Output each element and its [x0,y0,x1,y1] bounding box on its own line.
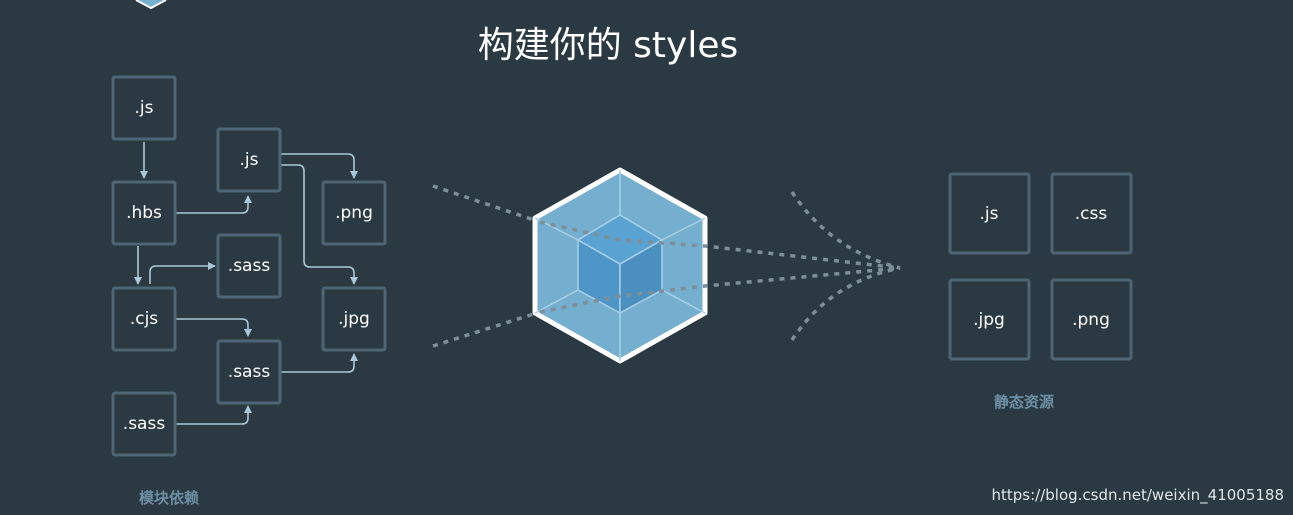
webpack-cube-icon [532,167,708,364]
module-label: .jpg [338,309,370,329]
module-box-hbs: .hbs [111,180,177,246]
asset-label: .png [1072,310,1110,330]
cropped-logo-icon [135,0,167,10]
asset-label: .jpg [973,310,1005,330]
module-box-js1: .js [111,75,177,141]
module-box-sass1: .sass [216,233,282,299]
module-box-js2: .js [216,127,282,193]
arrow-js-to-jpg [281,164,358,285]
output-flow-lines [539,191,901,341]
module-label: .cjs [130,309,158,329]
asset-box-css: .css [1050,172,1133,255]
asset-box-png: .png [1050,278,1133,361]
arrow-js-to-png [281,153,358,179]
module-box-png: .png [321,180,387,246]
module-label: .png [335,203,373,223]
module-label: .sass [228,362,271,382]
page-title: 构建你的 styles [478,25,739,66]
dependency-arrows [134,142,358,425]
watermark-text: https://blog.csdn.net/weixin_41005188 [991,486,1284,505]
module-label: .sass [123,414,166,434]
asset-label: .css [1075,204,1108,224]
modules-section-label: 模块依赖 [139,489,199,507]
arrow-sass2-to-jpg [281,353,358,373]
arrow-sass3-to-sass2 [176,405,252,425]
module-label: .js [240,150,259,170]
input-flow-lines [432,184,541,348]
module-box-cjs: .cjs [111,286,177,352]
module-label: .js [135,98,154,118]
module-box-sass2: .sass [216,339,282,405]
asset-box-jpg: .jpg [948,278,1031,361]
arrow-cjs-to-sass [149,262,216,284]
module-label: .sass [228,256,271,276]
asset-box-js: .js [948,172,1031,255]
module-box-jpg: .jpg [321,286,387,352]
module-label: .hbs [126,203,162,223]
arrow-cjs-to-sass2 [176,318,252,337]
assets-section-label: 静态资源 [994,393,1054,411]
asset-label: .js [980,204,999,224]
arrow-hbs-to-js [176,195,252,214]
module-box-sass3: .sass [111,391,177,457]
